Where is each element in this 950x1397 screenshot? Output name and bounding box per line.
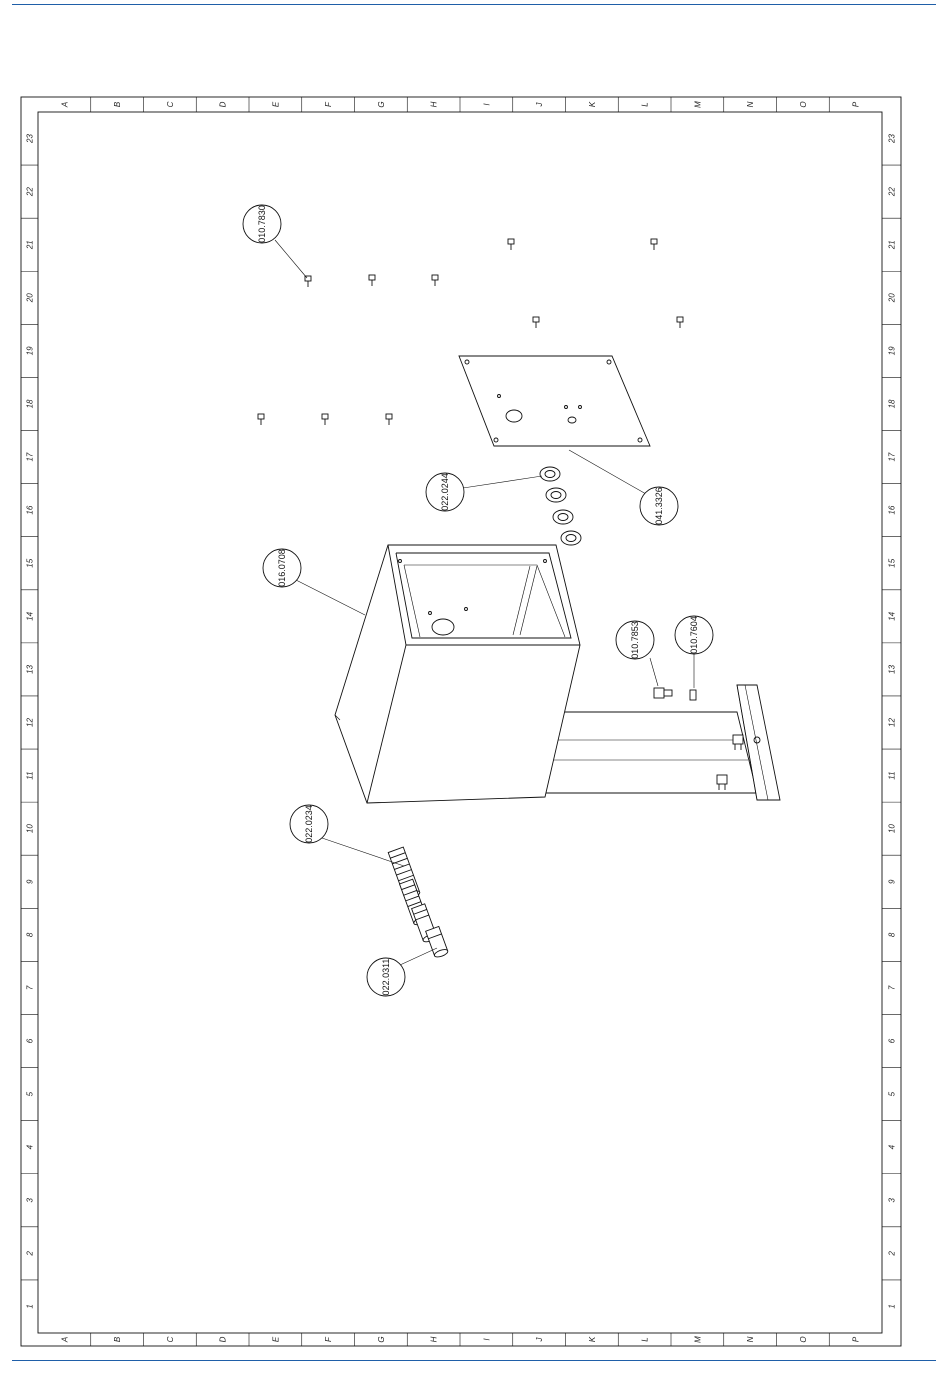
- grid-label: N: [746, 101, 755, 107]
- callout-label: 010.7604: [689, 616, 699, 654]
- callout-022-0244: 022.0244: [426, 473, 542, 511]
- grid-label: K: [588, 1336, 597, 1342]
- grid-label: 19: [26, 346, 35, 355]
- grid-label: 2: [888, 1251, 897, 1257]
- grid-label: 1: [26, 1304, 35, 1308]
- grid-label: J: [535, 1337, 544, 1343]
- grid-label: 3: [888, 1198, 897, 1203]
- grid-label: 17: [26, 452, 35, 461]
- grid-label: 7: [888, 985, 897, 990]
- post-stand: [543, 685, 780, 800]
- grid-label: H: [430, 101, 439, 107]
- grid-label: 11: [888, 771, 897, 779]
- grid-label: 21: [888, 240, 897, 250]
- grid-label: 22: [888, 187, 897, 197]
- callout-label: 022.0244: [440, 473, 450, 511]
- grid-label: E: [271, 1336, 280, 1342]
- grid-label: 5: [26, 1091, 35, 1096]
- grid-label: 16: [26, 505, 35, 514]
- grid-label: 20: [888, 293, 897, 303]
- grid-label: 23: [888, 134, 897, 144]
- grid-label: L: [641, 1337, 650, 1341]
- grid-label: O: [799, 1336, 808, 1342]
- grid-label: I: [482, 1338, 491, 1341]
- callout-label: 010.7853: [630, 621, 640, 659]
- grid-label: 1: [888, 1304, 897, 1308]
- grid-label: F: [324, 101, 333, 107]
- grid-label: H: [430, 1336, 439, 1342]
- grid-label: 23: [26, 134, 35, 144]
- grid-label: 13: [888, 664, 897, 673]
- grid-label: M: [693, 1336, 702, 1343]
- grid-label: K: [588, 101, 597, 107]
- callout-label: 022.0311: [381, 959, 391, 996]
- grid-label: 3: [26, 1198, 35, 1203]
- grid-label: 15: [26, 558, 35, 567]
- grid-label: 7: [26, 985, 35, 990]
- enclosure-box: [335, 545, 580, 803]
- grid-label: D: [219, 101, 228, 107]
- grid-label: E: [271, 101, 280, 107]
- callout-022-0311: 022.0311: [367, 948, 437, 996]
- grid-label: 10: [888, 824, 897, 833]
- grid-label: 5: [888, 1091, 897, 1096]
- grid-label: A: [60, 102, 69, 108]
- grid-label: O: [799, 101, 808, 107]
- grid-label: 21: [26, 240, 35, 250]
- callout-016-0708: 016.0708: [263, 549, 365, 615]
- callout-010-7853: 010.7853: [616, 621, 658, 686]
- grid-label: G: [377, 101, 386, 107]
- grid-label: 22: [26, 187, 35, 197]
- grid-label: 14: [26, 611, 35, 620]
- grid-label: I: [482, 103, 491, 106]
- grid-label: 9: [26, 879, 35, 884]
- grid-label: 18: [888, 399, 897, 408]
- grid-label: 6: [26, 1038, 35, 1043]
- grid-label: J: [535, 102, 544, 108]
- callout-041-3326: 041.3326: [569, 450, 678, 525]
- locknut-stack: [540, 467, 581, 545]
- grid-label: P: [852, 101, 861, 107]
- grid-label: 4: [26, 1144, 35, 1149]
- grid-label: 12: [26, 718, 35, 727]
- callout-010-7830: 010.7830: [243, 205, 307, 278]
- callout-010-7604: 010.7604: [675, 616, 713, 688]
- grid-label: C: [166, 101, 175, 107]
- callout-label: 016.0708: [277, 549, 287, 587]
- grid-label: 20: [26, 293, 35, 303]
- grid-label: 14: [888, 611, 897, 620]
- grid-label: 12: [888, 718, 897, 727]
- grid-label: 15: [888, 558, 897, 567]
- grid-label: D: [219, 1336, 228, 1342]
- grid-label: M: [693, 101, 702, 108]
- grid-label: 16: [888, 505, 897, 514]
- mounting-plate: [459, 356, 650, 446]
- grid-label: 19: [888, 346, 897, 355]
- grid-label: 18: [26, 399, 35, 408]
- grid-label: L: [641, 102, 650, 106]
- grid-label: 2: [26, 1251, 35, 1257]
- grid-label: 11: [26, 771, 35, 779]
- callout-label: 022.0234: [304, 805, 314, 843]
- grid-label: B: [113, 101, 122, 107]
- grid-label: 8: [26, 932, 35, 937]
- grid-label: F: [324, 1336, 333, 1342]
- grid-label: B: [113, 1336, 122, 1342]
- callout-022-0234: 022.0234: [290, 805, 404, 866]
- callout-label: 010.7830: [257, 205, 267, 243]
- grid-label: 13: [26, 664, 35, 673]
- grid-label: P: [852, 1336, 861, 1342]
- grid-label: 10: [26, 824, 35, 833]
- grid-label: 6: [888, 1038, 897, 1043]
- grid-label: A: [60, 1337, 69, 1343]
- grid-label: 9: [888, 879, 897, 884]
- grid-label: N: [746, 1336, 755, 1342]
- grid-label: 17: [888, 452, 897, 461]
- grid-label: G: [377, 1336, 386, 1342]
- grid-label: 4: [888, 1144, 897, 1149]
- grid-label: 8: [888, 932, 897, 937]
- callout-label: 041.3326: [654, 487, 664, 525]
- grid-label: C: [166, 1336, 175, 1342]
